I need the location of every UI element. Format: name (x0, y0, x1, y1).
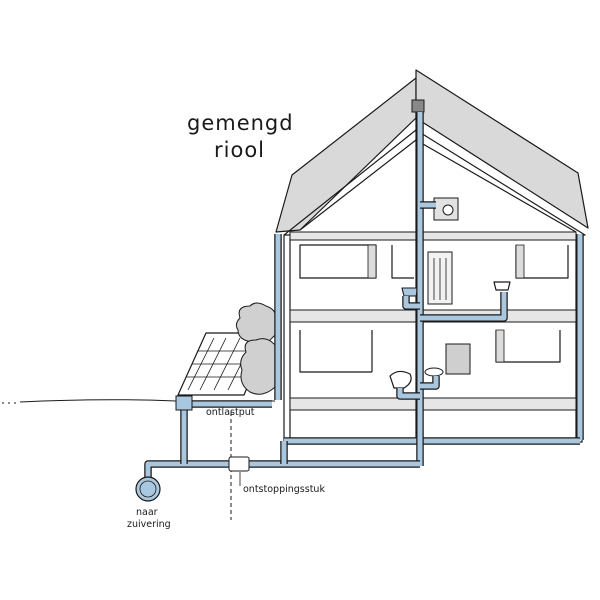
pipe-end-circle (135, 476, 161, 502)
labels: ontlastput ontstoppingsstuk naar zuiveri… (127, 407, 325, 530)
washing-machine-icon (445, 343, 471, 375)
basin-icon (424, 367, 444, 377)
label-ontlastput: ontlastput (206, 407, 255, 418)
sink-upstairs-right-icon (493, 281, 511, 291)
cleanout-piece (228, 456, 250, 472)
sink-upstairs-left-icon (401, 287, 419, 297)
diagram-title: gemengd riool (187, 111, 294, 162)
title-line-2: riool (214, 138, 265, 162)
label-zuivering: zuivering (127, 519, 171, 530)
roof-vent-icon (411, 99, 425, 113)
appliances (389, 197, 511, 389)
label-naar: naar (136, 507, 158, 518)
toilet-icon (389, 370, 412, 389)
overflow-pit (175, 395, 193, 411)
label-ontstoppingsstuk: ontstoppingsstuk (243, 484, 325, 495)
title-line-1: gemengd (187, 111, 294, 135)
sewer-pipes (144, 112, 584, 478)
roof-left (275, 77, 417, 233)
house (275, 69, 589, 443)
